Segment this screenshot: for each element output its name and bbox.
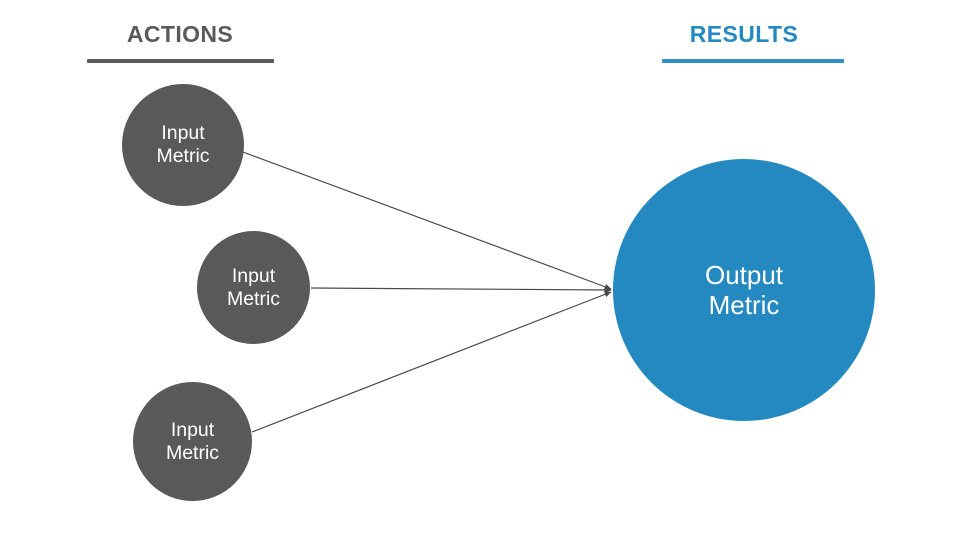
- node-input-metric-1-label-line2: Metric: [156, 145, 210, 167]
- column-header-actions-rule: [87, 59, 274, 63]
- node-output-metric-label-line2: Metric: [708, 290, 780, 320]
- node-input-metric-3-label-line1: Input: [170, 418, 215, 441]
- column-header-actions: ACTIONS: [126, 21, 234, 47]
- node-input-metric-3[interactable]: Input Metric: [133, 382, 252, 501]
- node-output-metric[interactable]: Output Metric: [613, 159, 875, 421]
- connector-input-2-to-output: [310, 286, 612, 293]
- node-input-metric-2-label-line1: Input: [231, 264, 276, 287]
- node-input-metric-1[interactable]: Input Metric: [122, 84, 244, 206]
- node-input-metric-1-label-line1: Input: [161, 122, 205, 145]
- connector-input-1-to-output: [242, 151, 612, 290]
- connector-input-3-to-output: [251, 291, 612, 433]
- node-input-metric-2-label-line2: Metric: [226, 287, 281, 310]
- node-input-metric-2[interactable]: Input Metric: [197, 231, 310, 344]
- column-header-results-rule: [662, 59, 844, 63]
- node-input-metric-3-label-line2: Metric: [165, 441, 220, 464]
- column-header-results: RESULTS: [689, 21, 799, 47]
- node-output-metric-label-line1: Output: [704, 259, 784, 290]
